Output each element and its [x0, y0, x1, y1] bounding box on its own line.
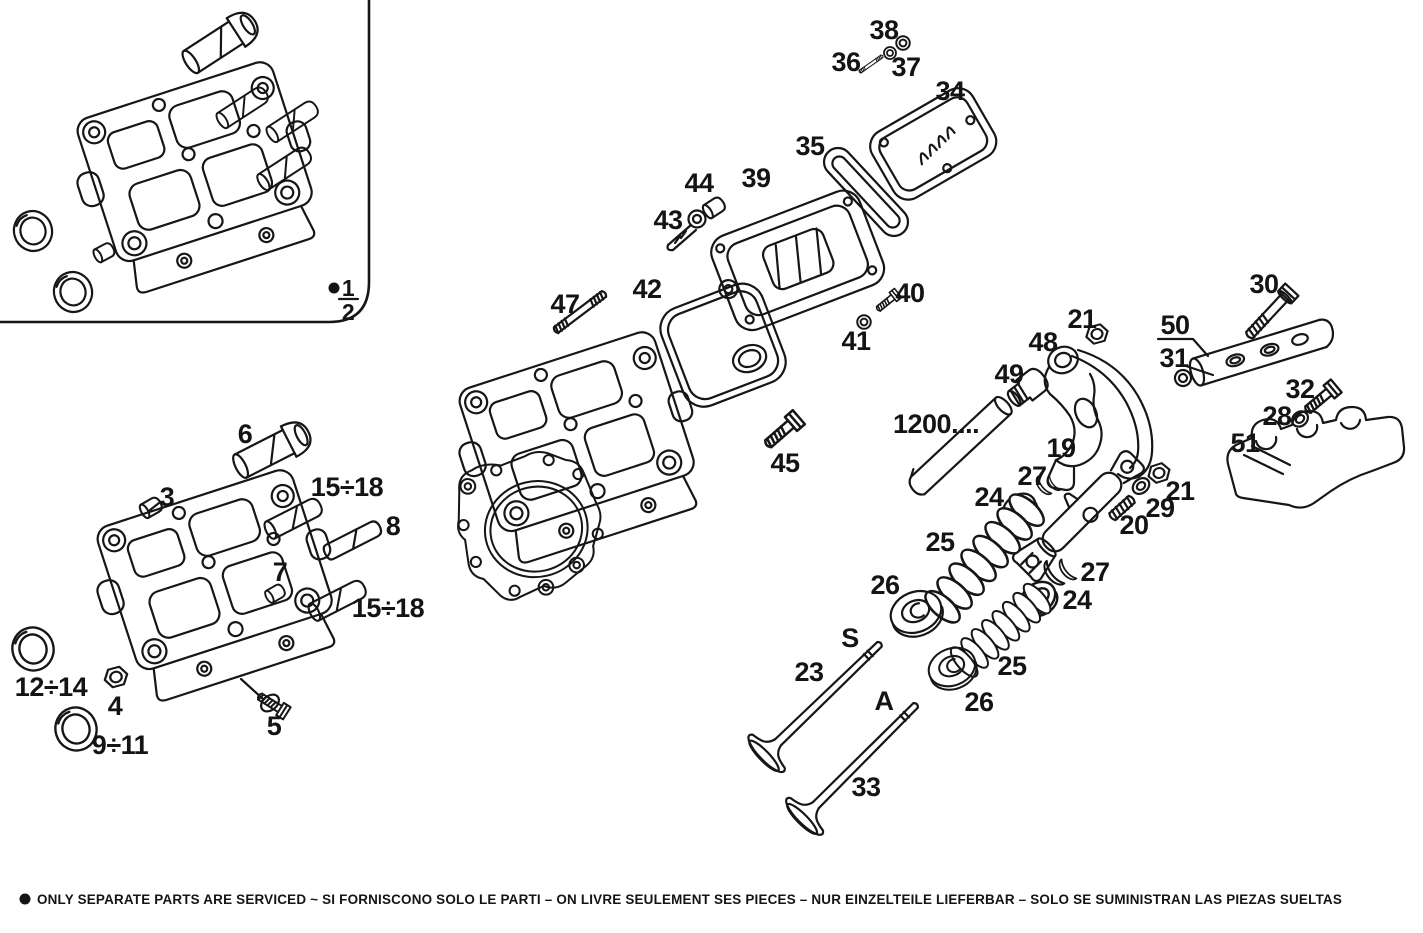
part-label-28: 28 [1262, 401, 1292, 431]
valve-guide-inset-drawing [263, 97, 322, 145]
part-label-15-18-upper: 15÷18 [311, 472, 384, 502]
part-label-6: 6 [238, 419, 253, 449]
leader-line-5 [239, 677, 265, 701]
inset-box-border [0, 0, 371, 324]
washer-31-drawing [1173, 368, 1193, 388]
pin-8-drawing [320, 518, 385, 563]
part-label-7: 7 [273, 557, 288, 587]
rocker-arm-48-drawing [1043, 345, 1154, 492]
inset-ref-dot [328, 282, 340, 294]
screw-43-drawing [666, 209, 707, 252]
plug-inset-drawing [90, 240, 118, 265]
part-label-50: 50 [1160, 310, 1189, 340]
rocker-arm-19-drawing [1011, 450, 1145, 583]
rocker-cover-39-drawing [710, 189, 886, 332]
part-label-3: 3 [160, 482, 175, 512]
part-label-43: 43 [653, 205, 683, 235]
leader-line-50 [1156, 337, 1210, 358]
leader-line-3 [148, 501, 161, 512]
bolt-5-washer-drawing [260, 693, 280, 713]
cover-logo-marks [919, 126, 956, 166]
part-label-51: 51 [1230, 428, 1260, 458]
part-label-32: 32 [1285, 374, 1314, 404]
seal-12-14-drawing [5, 620, 61, 678]
part-label-45: 45 [770, 448, 800, 478]
part-label-47: 47 [550, 289, 579, 319]
part-label-24-upper: 24 [974, 482, 1004, 512]
part-label-27-lower: 27 [1080, 557, 1109, 587]
part-label-48: 48 [1028, 327, 1058, 357]
part-label-5: 5 [267, 711, 282, 741]
part-label-12-14: 12÷14 [15, 672, 88, 702]
part-label-42: 42 [632, 274, 661, 304]
part-label-26-upper: 26 [870, 570, 900, 600]
part-label-25-upper: 25 [925, 527, 955, 557]
rocker-shaft-tube-drawing [908, 395, 1013, 496]
part-label-25-lower: 25 [997, 651, 1027, 681]
part-label-23: 23 [794, 657, 824, 687]
part-label-41: 41 [841, 326, 871, 356]
part-label-30: 30 [1249, 269, 1278, 299]
part-label-15-18-lower: 15÷18 [352, 593, 425, 623]
part-label-27-upper: 27 [1017, 461, 1046, 491]
part-label-31: 31 [1159, 343, 1189, 373]
part-label-21-lower: 21 [1165, 476, 1195, 506]
inset-fraction-denominator: 2 [342, 299, 354, 325]
part-label-9-11: 9÷11 [92, 730, 149, 760]
cover-gasket-42-drawing [659, 282, 787, 408]
washer-29-drawing [1131, 477, 1151, 495]
part-label-36: 36 [831, 47, 861, 77]
footer-bullet-icon [19, 893, 31, 905]
pivot-49-drawing [1006, 367, 1049, 407]
shaft-length-note: 1200.... [893, 409, 979, 439]
outer-gasket-35-drawing [822, 146, 910, 238]
part-label-8: 8 [386, 511, 401, 541]
seal-ring-inset-drawing [47, 266, 99, 318]
part-label-26-lower: 26 [964, 687, 994, 717]
screw-36-drawing [857, 53, 885, 75]
bolt-30-drawing [1245, 282, 1300, 340]
ring-nut-4-drawing [101, 664, 131, 690]
part-label-35: 35 [795, 131, 825, 161]
outer-cover-34-drawing [869, 87, 998, 201]
head-gasket-46-drawing [457, 451, 604, 601]
bolt-45-drawing [759, 409, 807, 454]
valve-marker-s: S [841, 623, 859, 653]
part-label-37: 37 [891, 52, 920, 82]
part-label-20: 20 [1119, 510, 1148, 540]
cylinder-head-inset-drawing [57, 53, 341, 304]
part-label-38: 38 [869, 15, 899, 45]
part-label-29: 29 [1145, 493, 1175, 523]
valve-marker-a: A [875, 686, 894, 716]
part-label-33: 33 [851, 772, 881, 802]
part-label-19: 19 [1046, 433, 1076, 463]
part-label-44: 44 [684, 168, 714, 198]
footer-service-note: ONLY SEPARATE PARTS ARE SERVICED ~ SI FO… [37, 892, 1342, 907]
leader-line-31 [1184, 364, 1215, 377]
washer-28-drawing [1290, 410, 1310, 428]
camshaft-bracket-51-drawing [1226, 405, 1406, 509]
shaft-50-drawing [1188, 318, 1335, 387]
part-label-40: 40 [895, 278, 924, 308]
part-label-4: 4 [108, 691, 123, 721]
part-label-49: 49 [994, 359, 1024, 389]
part-label-24-lower: 24 [1062, 585, 1092, 615]
part-label-34: 34 [935, 76, 965, 106]
valve-guide-inset-drawing [176, 5, 265, 80]
part-label-39: 39 [741, 163, 771, 193]
adjuster-screw-20-drawing [1108, 494, 1136, 522]
intake-valve-33-drawing [779, 685, 936, 842]
seal-ring-inset-drawing [7, 205, 59, 257]
part-label-21-upper: 21 [1067, 304, 1097, 334]
inset-fraction-numerator: 1 [342, 275, 355, 301]
